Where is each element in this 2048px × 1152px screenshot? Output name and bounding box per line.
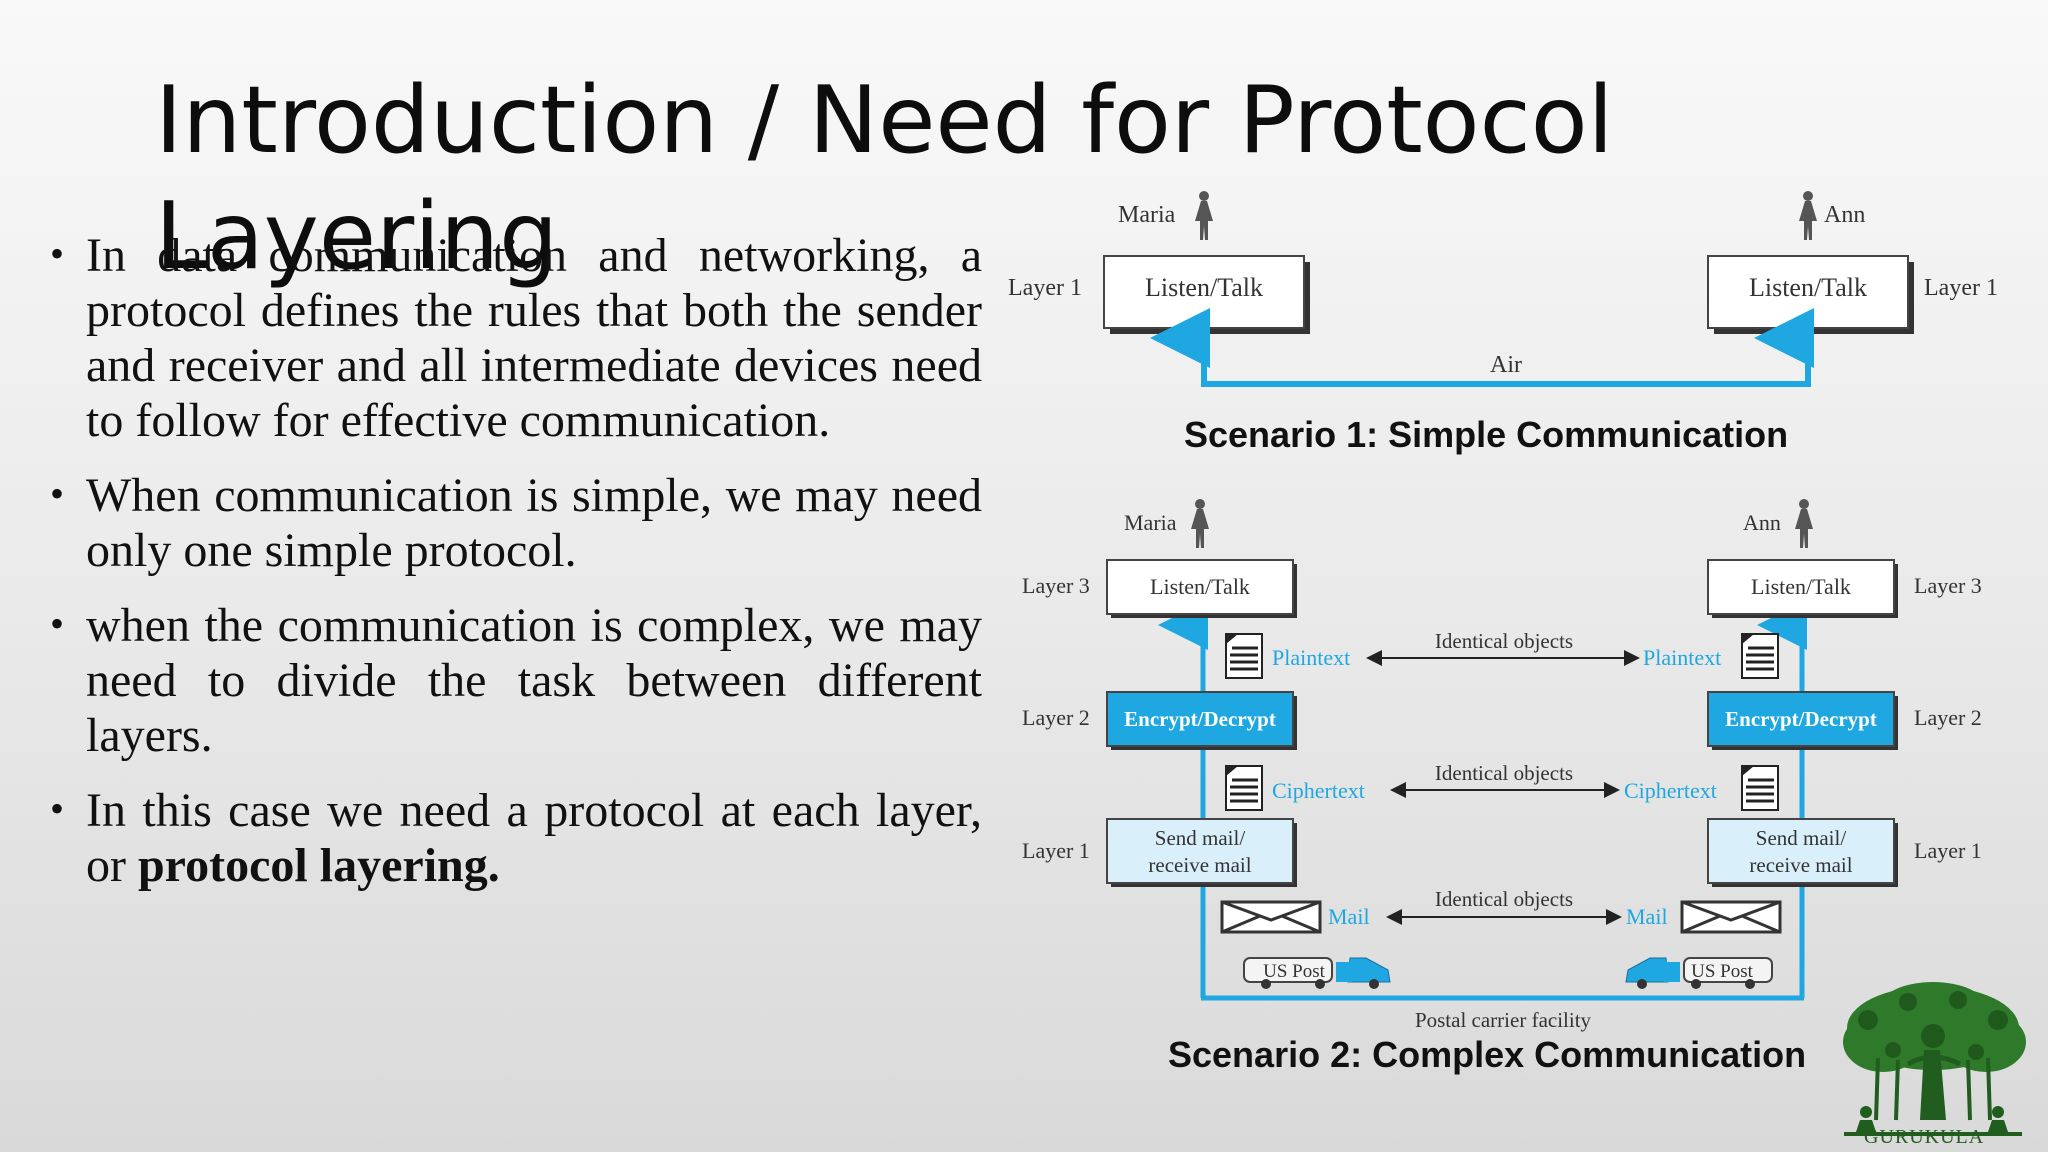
bullet-item: In data communication and networking, a … [50, 226, 982, 448]
s2-l3-left-label: Listen/Talk [1150, 574, 1250, 599]
s2-identical-2: Identical objects [1435, 761, 1573, 785]
truck-icon [1243, 957, 1391, 989]
s2-identical-1: Identical objects [1435, 629, 1573, 653]
s2-right-ciphertext: Ciphertext [1624, 778, 1717, 803]
person-icon [1191, 499, 1209, 548]
s2-l1-left-label-2: receive mail [1148, 853, 1251, 877]
s2-l1-left-label-1: Send mail/ [1155, 826, 1246, 850]
s1-right-box-shadow [1714, 262, 1914, 334]
bullet-item: In this case we need a protocol at each … [50, 781, 982, 893]
document-icon [1224, 764, 1264, 812]
s2-facility: Postal carrier facility [1415, 1008, 1592, 1032]
s2-left-layer1: Layer 1 [1022, 838, 1090, 863]
s1-medium: Air [1490, 352, 1522, 378]
truck-icon [1625, 957, 1773, 989]
s2-left-layer3: Layer 3 [1022, 573, 1090, 598]
s2-left-mail: Mail [1328, 904, 1370, 929]
s2-right-truck-label: US Post [1691, 961, 1753, 982]
gurukula-logo [1843, 982, 2026, 1136]
s2-l2-left-box [1106, 691, 1294, 747]
s2-right-layer1: Layer 1 [1914, 838, 1982, 863]
s2-identical-3: Identical objects [1435, 887, 1573, 911]
s2-right-layer2: Layer 2 [1914, 705, 1982, 730]
bullet-list: In data communication and networking, a … [50, 226, 982, 913]
s2-l1-left-shadow [1111, 823, 1297, 887]
s2-left-plaintext: Plaintext [1272, 645, 1350, 670]
s2-l3-right-label: Listen/Talk [1751, 574, 1851, 599]
logo-text: GURUKULA [1864, 1126, 1985, 1148]
s2-l2-right-shadow [1712, 696, 1898, 750]
s2-l2-left-shadow [1111, 696, 1297, 750]
scenario2-caption: Scenario 2: Complex Communication [1168, 1034, 1807, 1075]
person-icon [1799, 191, 1817, 240]
s2-l3-left-shadow [1111, 564, 1297, 618]
scenario1-caption: Scenario 1: Simple Communication [1184, 414, 1789, 455]
s2-l2-right-label: Encrypt/Decrypt [1725, 707, 1877, 731]
s2-left-person: Maria [1124, 510, 1177, 535]
s2-l1-left-box [1106, 818, 1294, 884]
document-icon [1740, 632, 1780, 680]
document-icon [1224, 632, 1264, 680]
s2-l1-right-label-2: receive mail [1749, 853, 1852, 877]
bullet-item: when the communication is complex, we ma… [50, 596, 982, 763]
s2-right-person: Ann [1743, 510, 1781, 535]
bullet-item: When communication is simple, we may nee… [50, 466, 982, 578]
s2-l2-left-label: Encrypt/Decrypt [1124, 707, 1276, 731]
s2-left-layer2: Layer 2 [1022, 705, 1090, 730]
s2-right-plaintext: Plaintext [1643, 645, 1721, 670]
s1-right-person: Ann [1824, 202, 1865, 228]
s2-right-layer3: Layer 3 [1914, 573, 1982, 598]
s2-l3-right-box [1707, 559, 1895, 615]
s2-right-mail: Mail [1626, 904, 1668, 929]
envelope-icon [1680, 900, 1782, 934]
s2-l1-right-shadow [1712, 823, 1898, 887]
s2-l2-right-box [1707, 691, 1895, 747]
bullet-bold-text: protocol layering. [137, 839, 500, 892]
document-icon [1740, 764, 1780, 812]
s2-left-truck-label: US Post [1263, 961, 1325, 982]
s1-air-link [1150, 308, 1814, 387]
s1-right-layer: Layer 1 [1924, 275, 1998, 301]
s1-right-box-label: Listen/Talk [1749, 273, 1867, 302]
s1-right-box [1707, 255, 1909, 329]
bullet-text: In this case we need a protocol at each … [86, 784, 982, 892]
s2-l1-right-box [1707, 818, 1895, 884]
person-icon [1795, 499, 1813, 548]
s2-left-ciphertext: Ciphertext [1272, 778, 1365, 803]
envelope-icon [1220, 900, 1322, 934]
s2-l1-right-label-1: Send mail/ [1756, 826, 1847, 850]
s2-l3-right-shadow [1712, 564, 1898, 618]
s2-l3-left-box [1106, 559, 1294, 615]
